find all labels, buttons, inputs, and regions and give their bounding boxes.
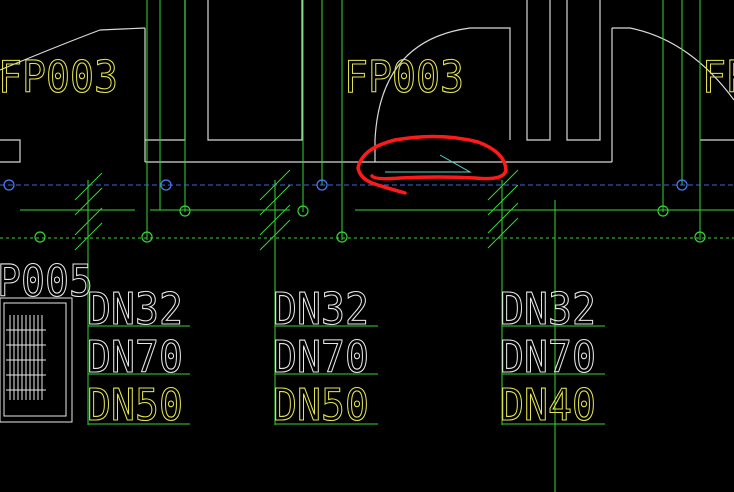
pipe-nodes-blue [3,179,688,191]
pipe-labels-group-2: DN32 DN70 DN50 [272,283,369,431]
vertical-pipes [87,0,701,492]
column-block-5 [611,27,630,162]
column-block-2 [207,0,303,141]
pipe-label: DN50 [87,380,183,431]
pipe-label: DN32 [87,284,183,335]
pipe-nodes-green [34,205,706,243]
pipe-label: DN40 [500,380,596,431]
pipe-label: DN32 [500,284,596,335]
red-markup-annotation [356,134,508,195]
equipment-label: P005 [0,256,93,307]
cyan-guides [385,154,472,173]
pipe-label: DN32 [273,284,369,335]
column-block-4 [566,0,601,141]
horizontal-pipes [20,209,734,211]
right-door-arc [629,27,734,101]
center-door-arc [374,27,511,141]
pipe-labels-group-1: DN32 DN70 DN50 [86,283,183,431]
break-symbols [74,169,519,251]
label-underlines [88,325,605,425]
column-block-1 [144,0,186,162]
pipe-label: DN70 [87,332,183,383]
pipe-labels-group-3: DN32 DN70 DN40 [499,283,596,431]
wall-outlines [0,0,734,163]
door-label-2: FP003 [344,52,464,103]
pipe-label: DN70 [500,332,596,383]
pipe-label: DN50 [273,380,369,431]
door-label-1: FP003 [0,52,118,103]
left-door-frame [0,139,21,163]
pipe-label: DN70 [273,332,369,383]
dashed-lines [0,184,734,239]
column-block-3 [526,0,551,141]
equipment-unit [0,297,73,423]
door-label-3: FP [702,52,734,103]
equipment-grille [6,315,46,400]
left-door-arc [0,27,146,71]
door-labels: FP003 FP003 FP [0,51,734,103]
